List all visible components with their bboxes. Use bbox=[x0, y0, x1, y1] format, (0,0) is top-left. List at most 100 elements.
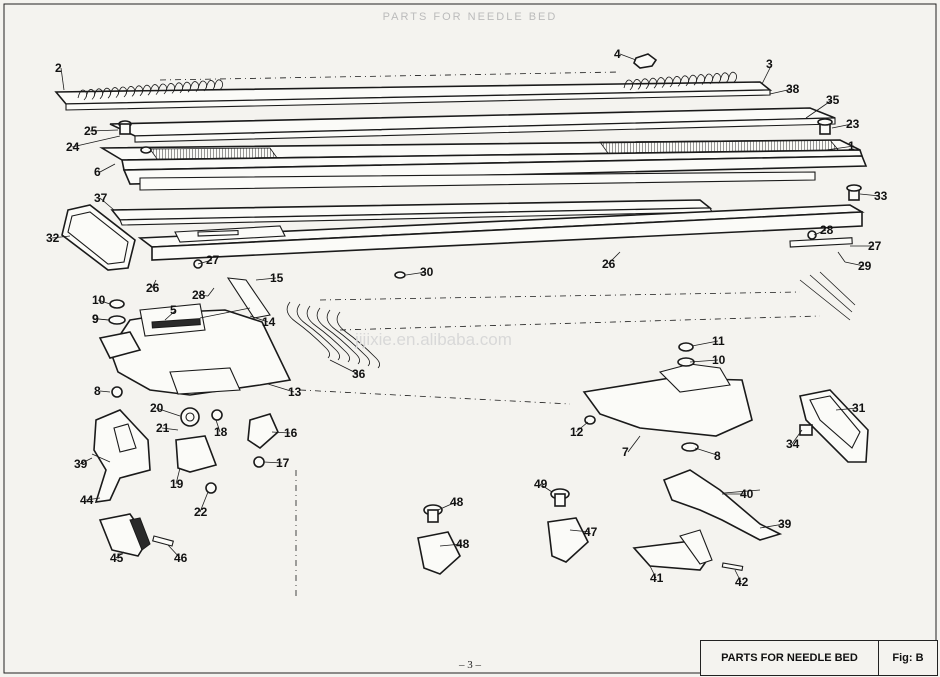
callout-label: 4 bbox=[614, 47, 621, 61]
needle-hook bbox=[655, 77, 666, 88]
callout-leader bbox=[267, 383, 295, 393]
needle-hook bbox=[85, 89, 96, 100]
callout-label: 10 bbox=[92, 293, 106, 307]
callout-leader bbox=[627, 435, 641, 453]
needle-hook bbox=[679, 75, 690, 87]
needle-hook bbox=[189, 81, 200, 92]
callout-label: 37 bbox=[94, 191, 108, 205]
callout-label: 49 bbox=[534, 477, 548, 491]
callout-label: 30 bbox=[420, 265, 434, 279]
title-block-name: PARTS FOR NEEDLE BED bbox=[701, 641, 879, 675]
part-35-right-wire bbox=[799, 271, 856, 321]
callout-leader bbox=[813, 229, 827, 236]
needle-hook bbox=[77, 89, 88, 101]
callout-leader bbox=[197, 294, 209, 297]
callout-label: 5 bbox=[170, 303, 177, 317]
needle-hook bbox=[173, 82, 184, 94]
part-25-bar bbox=[137, 204, 865, 261]
callout-label: 20 bbox=[150, 401, 164, 415]
callout-label: 8 bbox=[94, 384, 101, 398]
callout-label: 35 bbox=[826, 93, 840, 107]
needle-hook bbox=[639, 78, 650, 90]
callout-leader bbox=[835, 407, 859, 411]
callout-label: 41 bbox=[650, 571, 664, 585]
needle-hook bbox=[181, 81, 192, 93]
page-border bbox=[3, 3, 937, 674]
callout-label: 38 bbox=[786, 82, 800, 96]
needle-hook bbox=[133, 85, 144, 97]
needle-hook bbox=[117, 86, 128, 98]
callout-label: 17 bbox=[276, 456, 290, 470]
callout-label: 24 bbox=[66, 140, 80, 154]
callout-label: 47 bbox=[584, 525, 598, 539]
needle-hook bbox=[165, 83, 176, 94]
callout-label: 48 bbox=[450, 495, 464, 509]
callout-label: 8 bbox=[714, 449, 721, 463]
callout-label: 19 bbox=[170, 477, 184, 491]
needle-hook bbox=[727, 71, 738, 83]
part-35-hooks bbox=[286, 301, 380, 369]
callout-label: 48 bbox=[456, 537, 470, 551]
callout-label: 32 bbox=[46, 231, 60, 245]
callout-label: 39 bbox=[778, 517, 792, 531]
wire-hook bbox=[306, 305, 350, 363]
callout-label: 29 bbox=[858, 259, 872, 273]
callout-label: 22 bbox=[194, 505, 208, 519]
part-2-needle-rail bbox=[54, 71, 773, 111]
small-hardware bbox=[118, 53, 862, 297]
callout-leader bbox=[859, 193, 881, 197]
callout-leader bbox=[844, 261, 865, 267]
callout-leader bbox=[329, 359, 359, 375]
needle-hook bbox=[719, 72, 730, 84]
callout-leader bbox=[99, 163, 116, 173]
callout-label: 45 bbox=[110, 551, 124, 565]
needle-hook bbox=[93, 88, 104, 100]
callout-leader bbox=[569, 529, 591, 533]
title-block-figure: Fig: B bbox=[892, 652, 924, 664]
needle-hook bbox=[197, 80, 208, 92]
wire-hook bbox=[316, 307, 360, 365]
callout-leader bbox=[60, 67, 65, 91]
callout-leader bbox=[199, 491, 209, 513]
right-carriage-assembly bbox=[582, 342, 869, 572]
callout-label: 25 bbox=[84, 124, 98, 138]
callout-leader bbox=[175, 467, 181, 485]
callout-label: 39 bbox=[74, 457, 88, 471]
callout-label: 9 bbox=[92, 312, 99, 326]
part-1-needle-bed bbox=[99, 139, 868, 191]
left-carriage-assembly bbox=[91, 277, 292, 557]
callout-label: 13 bbox=[288, 385, 302, 399]
callout-leader bbox=[99, 390, 111, 393]
callout-leader bbox=[115, 551, 125, 559]
callout-leader bbox=[607, 251, 621, 265]
callout-label: 26 bbox=[602, 257, 616, 271]
needle-hook bbox=[149, 84, 160, 95]
callout-leader bbox=[734, 569, 742, 583]
needle-hook bbox=[213, 79, 224, 91]
callout-label: 10 bbox=[712, 353, 726, 367]
callout-label: 18 bbox=[214, 425, 228, 439]
needle-hook bbox=[101, 87, 112, 99]
needle-hook bbox=[109, 87, 120, 98]
callout-leader bbox=[649, 565, 657, 579]
callout-leader bbox=[99, 197, 115, 211]
callout-leader bbox=[805, 99, 833, 119]
watermark: jijixie.en.alibaba.com bbox=[354, 330, 512, 349]
callout-leader bbox=[167, 544, 181, 559]
callout-leader bbox=[164, 309, 177, 321]
needle-hook bbox=[663, 76, 674, 88]
callout-label: 36 bbox=[352, 367, 366, 381]
needle-hook bbox=[623, 79, 634, 91]
wire-hook bbox=[286, 301, 330, 359]
callout-label: 2 bbox=[55, 61, 62, 75]
part-37-plate bbox=[109, 107, 836, 143]
wire-hook bbox=[336, 311, 380, 369]
callout-leader bbox=[761, 63, 773, 85]
callout-label: 14 bbox=[262, 315, 276, 329]
callout-leader bbox=[619, 53, 637, 61]
callout-leader bbox=[575, 421, 589, 433]
callout-leader bbox=[161, 427, 179, 431]
callout-label: 31 bbox=[852, 401, 866, 415]
callout-label: 40 bbox=[740, 487, 754, 501]
